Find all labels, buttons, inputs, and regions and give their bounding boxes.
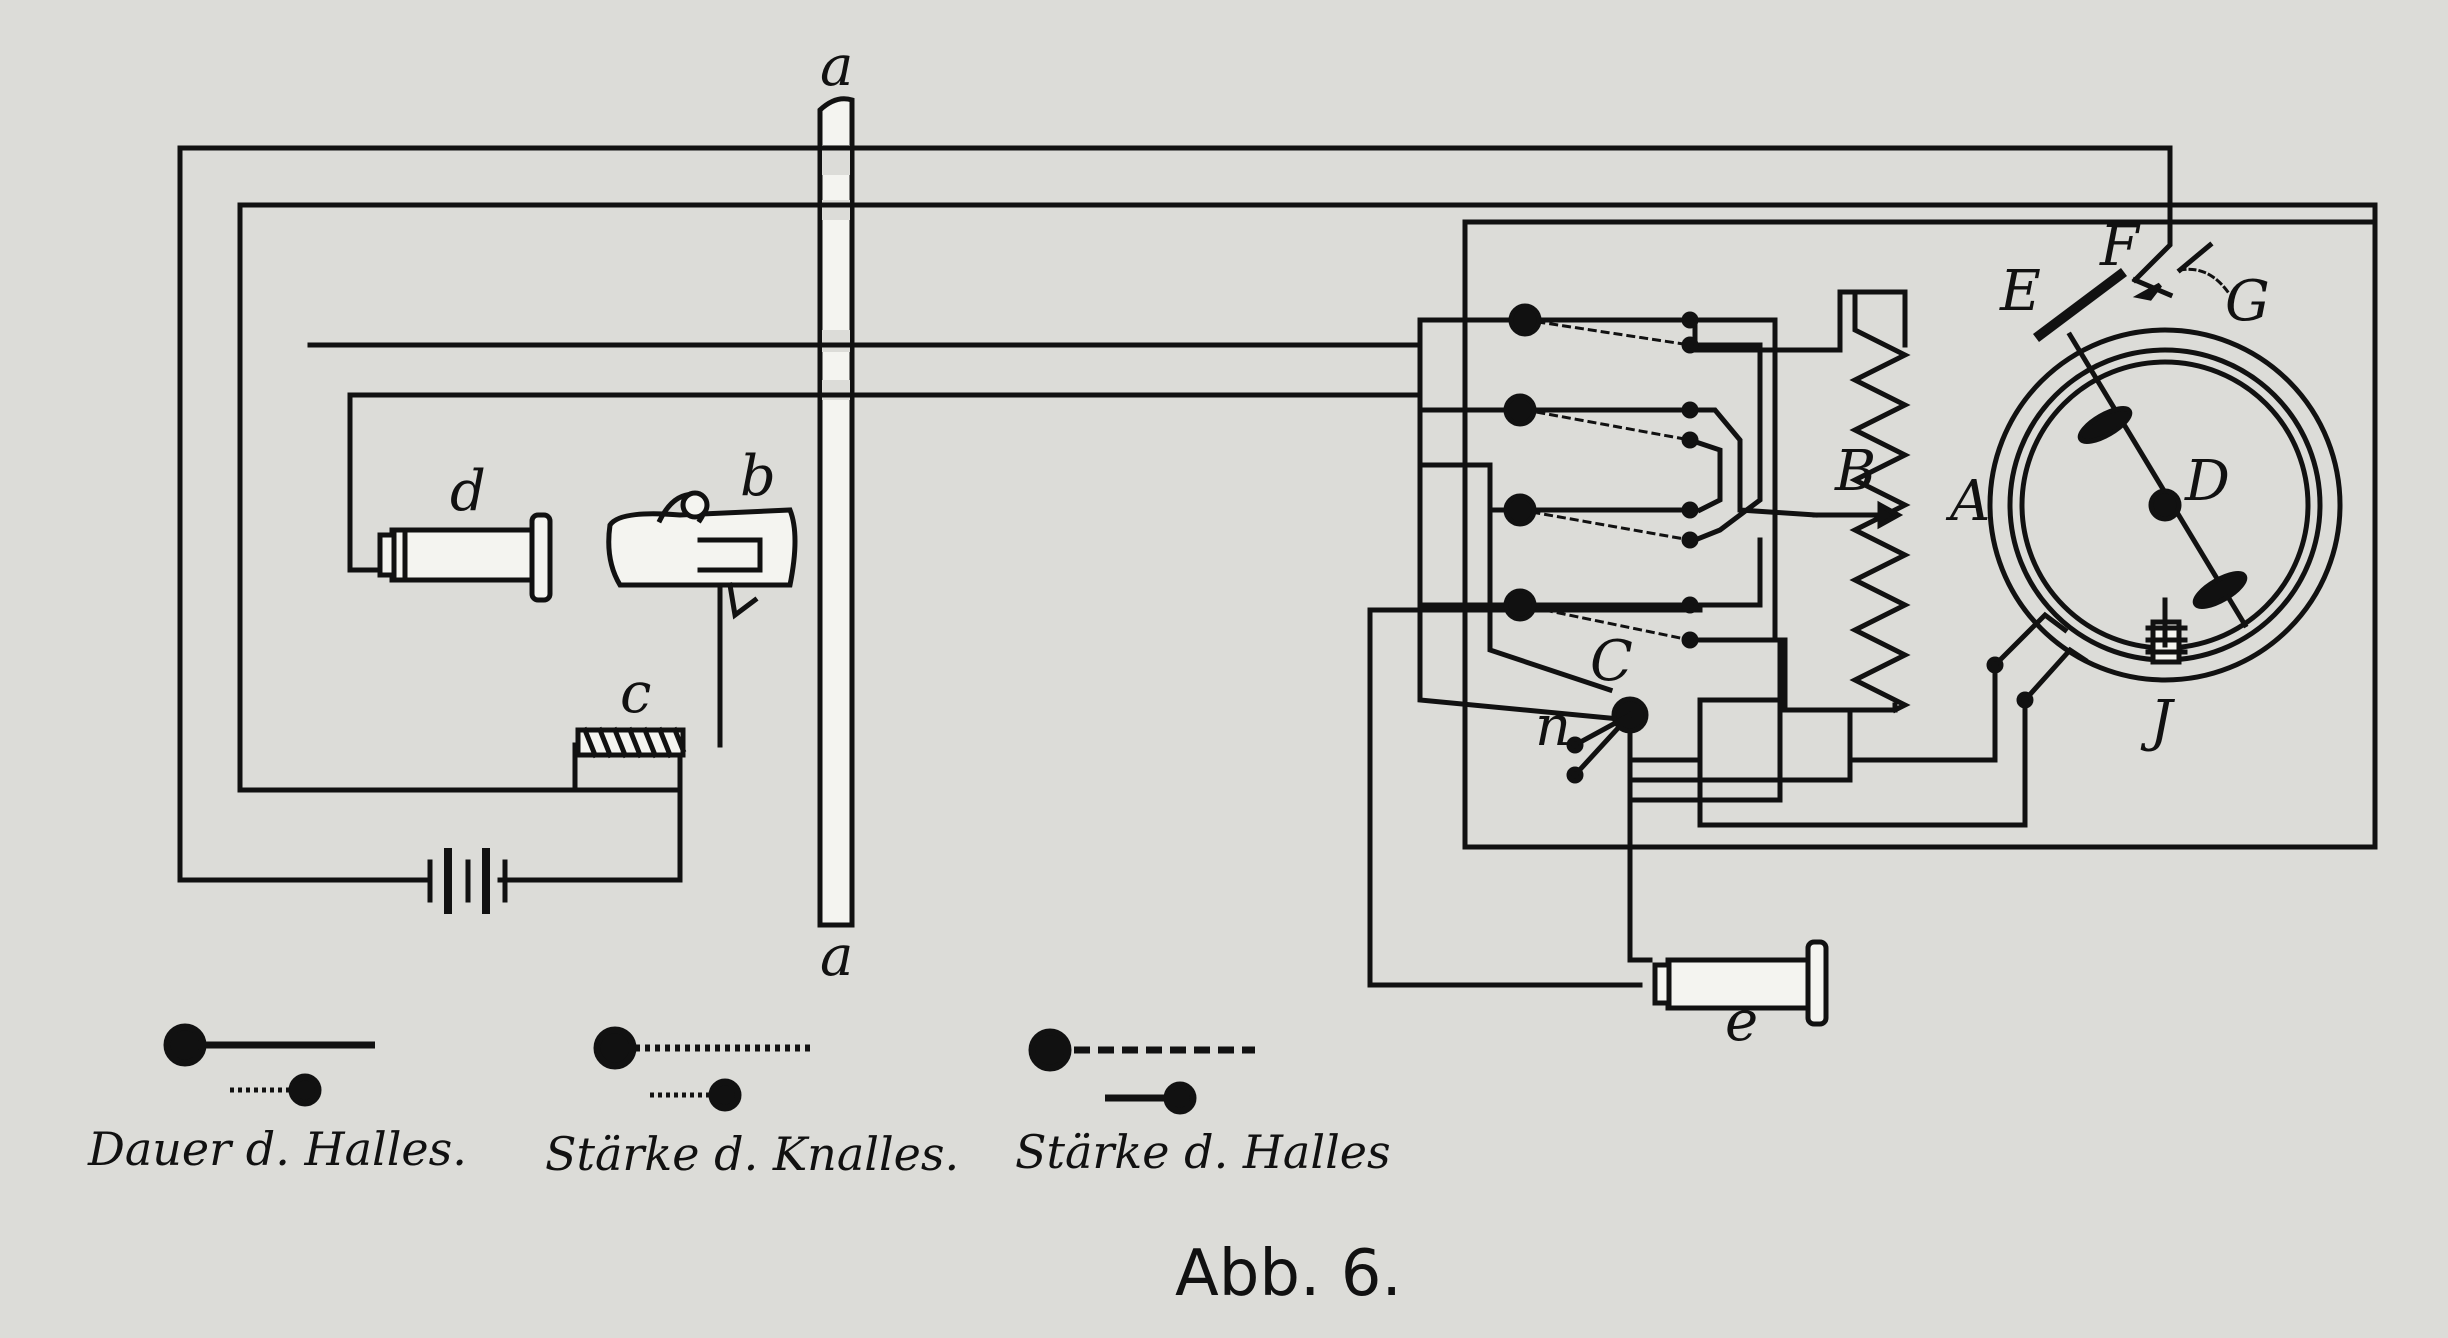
switch-C <box>1566 696 1649 784</box>
label-A: A <box>1945 469 1990 534</box>
battery <box>427 848 508 914</box>
legend-symbols <box>163 1023 1255 1115</box>
label-d: d <box>450 459 486 524</box>
label-D: D <box>2184 449 2230 514</box>
legend-symbol-solid <box>163 1023 375 1107</box>
legend-label-bang-strength: Stärke d. Knalles. <box>545 1127 959 1181</box>
label-e: e <box>1725 989 1758 1054</box>
label-c: c <box>620 661 651 726</box>
legend-symbol-dotted <box>593 1026 815 1112</box>
label-C: C <box>1590 629 1633 694</box>
dial-contacts <box>1697 202 2378 848</box>
lever-EF <box>2033 241 2233 342</box>
legend-symbol-dashed <box>1028 1028 1255 1115</box>
label-E: E <box>1999 259 2041 324</box>
label-F: F <box>2099 214 2141 279</box>
label-a-bottom: a <box>820 924 853 989</box>
telephone-receiver-e <box>1652 939 1829 1027</box>
legend-label-echo-strength: Stärke d. Halles <box>1015 1125 1391 1179</box>
label-a-top: a <box>820 34 853 99</box>
slider-B <box>1812 500 1904 530</box>
label-G: G <box>2225 269 2270 334</box>
label-b: b <box>740 444 776 509</box>
pistol-b <box>606 490 798 748</box>
switch-contacts <box>1367 289 1898 988</box>
label-J: J <box>2140 689 2176 754</box>
wall-strip <box>817 96 855 928</box>
telephone-receiver-d <box>377 512 553 603</box>
legend-label-duration: Dauer d. Halles. <box>87 1122 467 1176</box>
switch-pivots <box>1503 303 1699 649</box>
connecting-wires <box>177 145 2378 883</box>
figure-caption: Abb. 6. <box>1175 1237 1402 1311</box>
label-n: n <box>1535 694 1571 759</box>
label-B: B <box>1834 439 1876 504</box>
coil-c <box>575 726 687 759</box>
